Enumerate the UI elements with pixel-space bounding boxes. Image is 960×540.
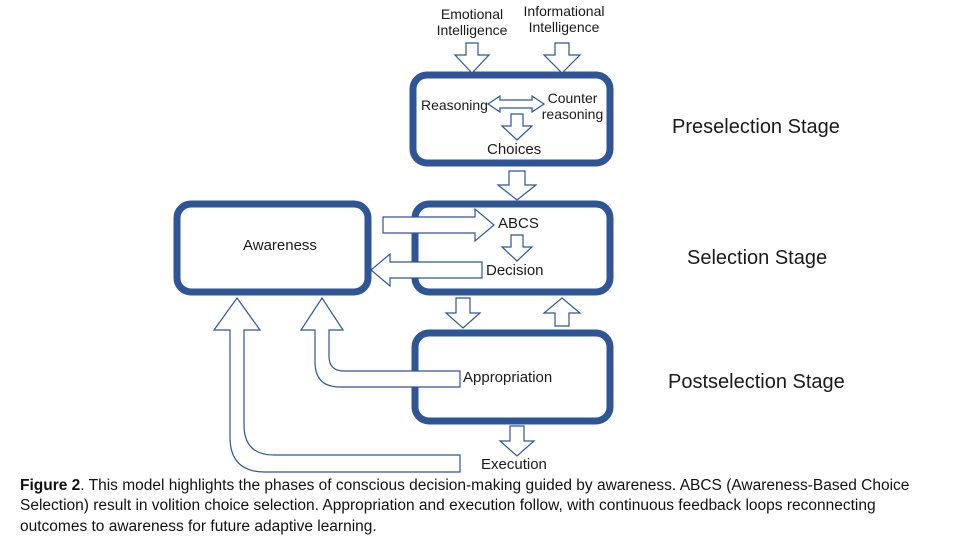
choices-label: Choices xyxy=(487,141,542,158)
reasoning-label: Reasoning xyxy=(421,97,488,113)
postselection-to-selection-arrow xyxy=(542,297,582,327)
awareness-label: Awareness xyxy=(243,237,317,254)
preselection-to-selection-arrow xyxy=(496,170,538,201)
preselection-stage-label: Preselection Stage xyxy=(672,116,840,138)
abcs-to-decision-arrow xyxy=(500,234,534,262)
figure-caption-label: Figure 2 xyxy=(20,477,81,494)
postselection-stage-label: Postselection Stage xyxy=(668,371,845,393)
counter-reasoning-label: Counter reasoning xyxy=(541,90,604,123)
appropriation-feedback-arrow xyxy=(299,296,461,388)
selection-to-postselection-arrow xyxy=(444,297,482,329)
to-execution-arrow xyxy=(498,425,536,457)
execution-label: Execution xyxy=(481,456,547,473)
reasoning-double-arrow xyxy=(486,94,546,114)
emotional-intelligence-label: Emotional Intelligence xyxy=(436,6,508,39)
emotional-input-arrow xyxy=(453,42,491,74)
decision-to-awareness-arrow xyxy=(370,252,483,288)
figure-caption-text: . This model highlights the phases of co… xyxy=(20,477,910,535)
execution-feedback-arrow xyxy=(212,296,461,473)
appropriation-label: Appropriation xyxy=(463,369,553,386)
selection-stage-label: Selection Stage xyxy=(687,247,828,269)
figure-caption: Figure 2. This model highlights the phas… xyxy=(20,476,945,537)
abcs-label: ABCS xyxy=(498,215,539,232)
decision-model-diagram xyxy=(173,42,614,473)
to-choices-arrow xyxy=(500,113,534,141)
awareness-to-abcs-arrow xyxy=(382,207,495,243)
informational-intelligence-label: Informational Intelligence xyxy=(523,3,605,36)
awareness-box xyxy=(173,200,372,296)
informational-input-arrow xyxy=(542,42,582,74)
decision-label: Decision xyxy=(486,262,544,279)
